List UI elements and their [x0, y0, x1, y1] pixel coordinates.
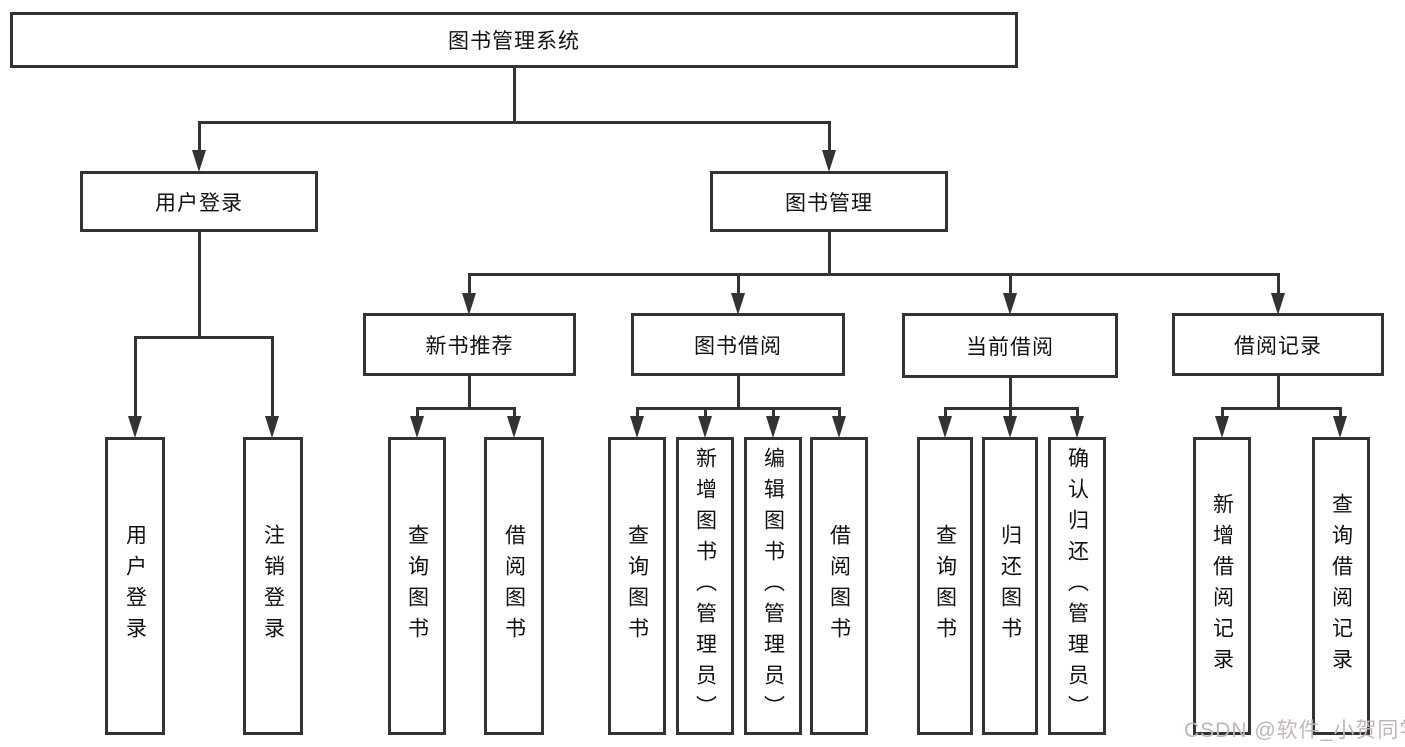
node-label: 图书借阅 [694, 334, 782, 358]
node-label: 用户登录 [155, 191, 243, 215]
connector-line [1277, 376, 1280, 410]
arrow-down-icon [766, 416, 780, 438]
node-label: 查询借阅记录 [1329, 493, 1353, 679]
arrow-down-icon [192, 150, 206, 172]
arrow-down-icon [410, 416, 424, 438]
node-leaf-return-book: 归还图书 [982, 437, 1038, 735]
node-leaf-query-books-current: 查询图书 [917, 437, 973, 735]
node-leaf-user-login: 用户登录 [105, 437, 165, 735]
connector-line [468, 273, 471, 294]
arrow-down-icon [1215, 416, 1229, 438]
connector-line [1277, 273, 1280, 294]
connector-line [636, 407, 840, 410]
node-label: 当前借阅 [966, 335, 1054, 359]
arrow-down-icon [265, 416, 279, 438]
arrow-down-icon [1271, 293, 1285, 315]
node-label: 归还图书 [998, 524, 1022, 648]
connector-line [944, 407, 947, 417]
node-label: 借阅记录 [1234, 334, 1322, 358]
connector-line [513, 407, 516, 417]
connector-line [1339, 407, 1342, 417]
arrow-down-icon [1333, 416, 1347, 438]
node-book-borrow: 图书借阅 [631, 313, 845, 376]
connector-line [828, 121, 831, 151]
node-label: 借阅图书 [827, 524, 851, 648]
node-label: 编辑图书（管理员） [761, 446, 785, 726]
node-label: 新增借阅记录 [1210, 493, 1234, 679]
node-new-book-recommend: 新书推荐 [363, 313, 576, 376]
node-leaf-query-borrow-record: 查询借阅记录 [1312, 437, 1370, 735]
node-label: 图书管理 [785, 191, 873, 215]
connector-line [416, 407, 419, 417]
connector-line [198, 121, 831, 124]
node-leaf-query-books-borrow: 查询图书 [608, 437, 666, 735]
node-book-management: 图书管理 [710, 171, 948, 232]
connector-line [1009, 407, 1012, 417]
arrow-down-icon [832, 416, 846, 438]
connector-line [704, 407, 707, 417]
arrow-down-icon [938, 416, 952, 438]
connector-line [838, 407, 841, 417]
connector-line [416, 407, 516, 410]
node-label: 用户登录 [123, 524, 147, 648]
node-user-login: 用户登录 [80, 171, 318, 232]
node-leaf-borrow-book: 借阅图书 [810, 437, 868, 735]
connector-line [513, 68, 516, 124]
connector-line [772, 407, 775, 417]
csdn-watermark: CSDN @软件_小贺同学 [1184, 719, 1405, 742]
connector-line [1009, 273, 1012, 294]
arrow-down-icon [507, 416, 521, 438]
connector-line [271, 336, 274, 416]
node-leaf-query-books-recommend: 查询图书 [388, 437, 446, 735]
node-label: 图书管理系统 [448, 30, 580, 53]
connector-line [1221, 407, 1224, 417]
arrow-down-icon [462, 293, 476, 315]
connector-line [828, 232, 831, 276]
node-leaf-logout: 注销登录 [243, 437, 303, 735]
connector-line [198, 232, 201, 339]
connector-line [468, 273, 1280, 276]
node-label: 查询图书 [625, 524, 649, 648]
arrow-down-icon [1070, 416, 1084, 438]
node-library-system: 图书管理系统 [10, 12, 1018, 68]
node-label: 借阅图书 [502, 524, 526, 648]
node-label: 查询图书 [933, 524, 957, 648]
node-label: 注销登录 [261, 524, 285, 648]
connector-line [1221, 407, 1341, 410]
node-label: 查询图书 [405, 524, 429, 648]
arrow-down-icon [698, 416, 712, 438]
node-leaf-confirm-return-admin: 确认归还（管理员） [1048, 437, 1106, 735]
connector-line [1009, 378, 1012, 410]
connector-line [468, 376, 471, 410]
connector-line [737, 273, 740, 294]
connector-line [636, 407, 639, 417]
node-label: 新书推荐 [425, 334, 514, 358]
node-label: 确认归还（管理员） [1065, 446, 1089, 726]
node-current-borrow: 当前借阅 [902, 313, 1118, 378]
arrow-down-icon [1003, 293, 1017, 315]
connector-line [198, 121, 201, 151]
arrow-down-icon [1003, 416, 1017, 438]
arrow-down-icon [128, 416, 142, 438]
node-leaf-edit-book-admin: 编辑图书（管理员） [744, 437, 802, 735]
arrow-down-icon [822, 150, 836, 172]
node-leaf-borrow-books-recommend: 借阅图书 [484, 437, 544, 735]
node-leaf-add-borrow-record: 新增借阅记录 [1193, 437, 1251, 735]
connector-line [134, 336, 274, 339]
arrow-down-icon [630, 416, 644, 438]
connector-line [134, 336, 137, 416]
connector-line [1076, 407, 1079, 417]
connector-line [737, 376, 740, 410]
arrow-down-icon [731, 293, 745, 315]
node-borrow-records: 借阅记录 [1172, 313, 1384, 376]
node-leaf-add-book-admin: 新增图书（管理员） [676, 437, 734, 735]
node-label: 新增图书（管理员） [693, 446, 717, 726]
